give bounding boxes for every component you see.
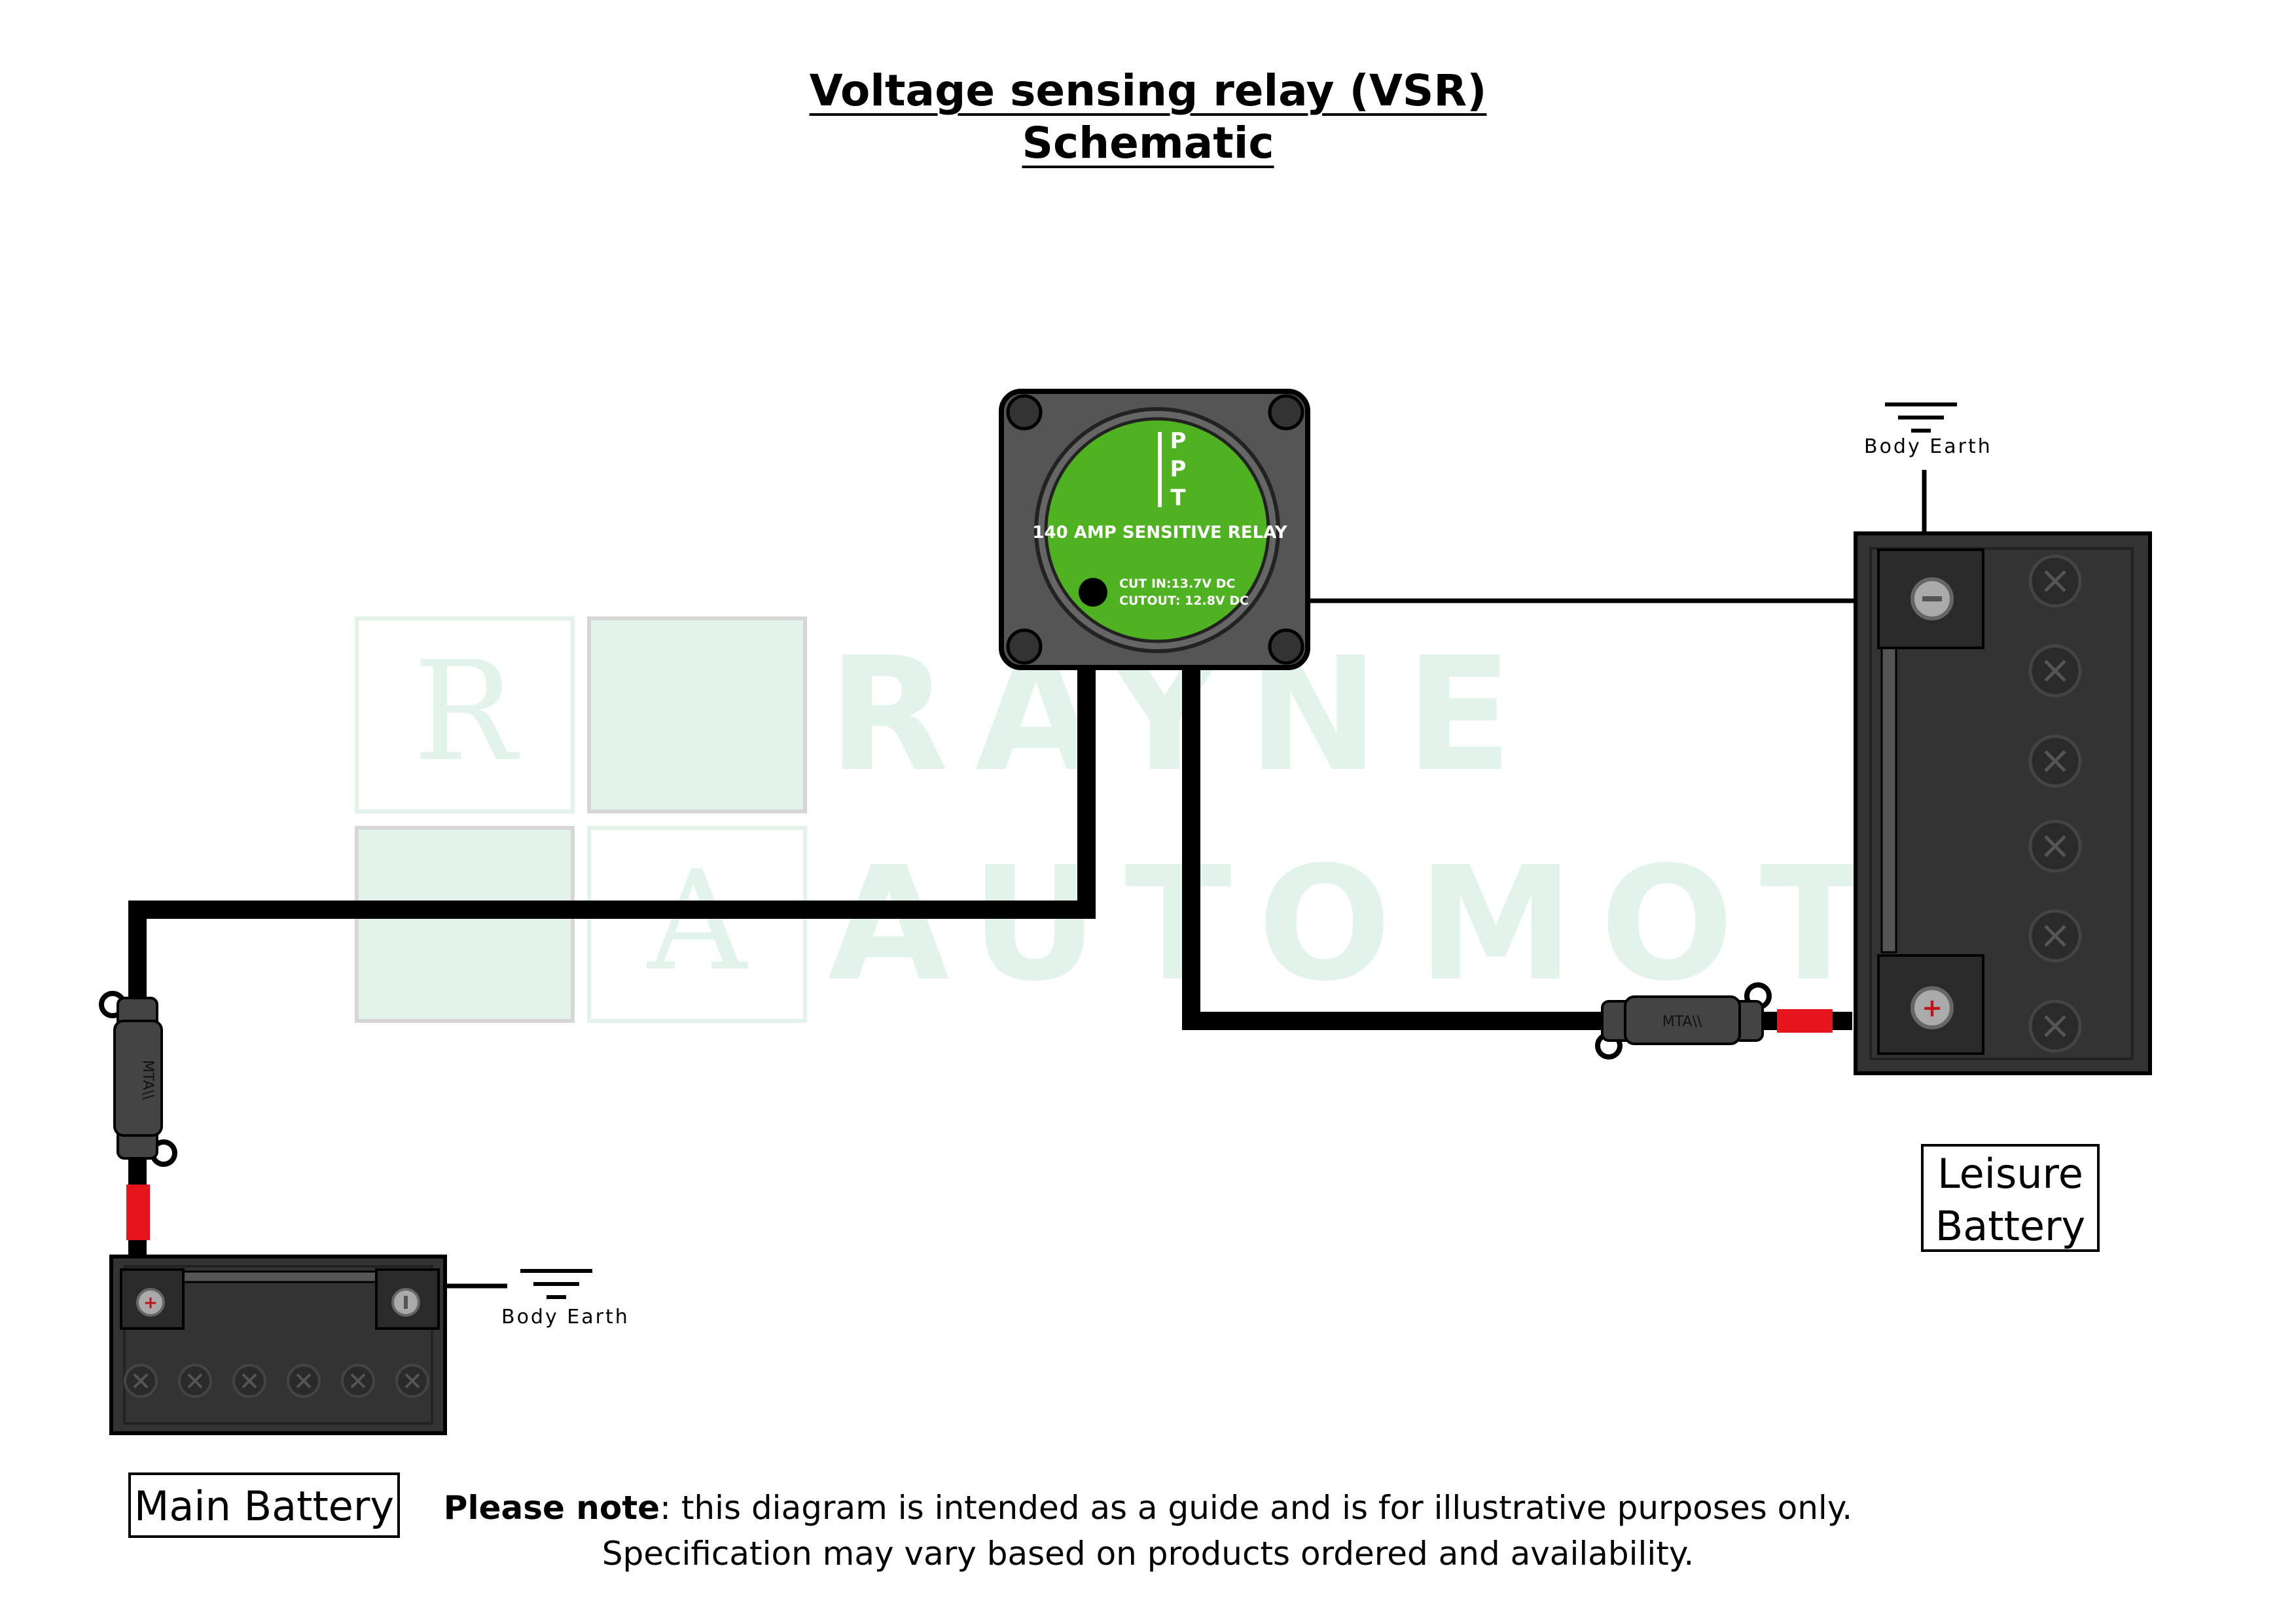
watermark-letter-a: A [646,841,748,1001]
diagram-subtitle: Schematic [1022,118,1274,168]
main-battery-label-text: Main Battery [134,1482,395,1530]
leisure-fuse-label: MTA\\ [1662,1014,1702,1030]
leisure-earth-symbol-icon [1885,402,1957,433]
svg-text:+: + [1922,993,1943,1022]
leisure-battery-label-line1: Leisure [1937,1150,2083,1198]
leisure-fuse-holder: MTA\\ [1595,982,1772,1060]
wires [128,668,1617,1030]
relay-brand-letter-2: P [1170,456,1187,482]
main-fuse-holder: MTA\\ [99,991,177,1167]
watermark-letter-r: R [413,632,520,792]
leisure-battery-label-line2: Battery [1935,1202,2086,1250]
diagram-title: Voltage sensing relay (VSR) [809,65,1487,116]
wire-relay-to-leisure [1182,668,1617,1030]
relay-brand-letter-1: P [1170,428,1187,454]
main-fuse-label: MTA\\ [139,1060,156,1100]
voltage-sensing-relay: P P T 140 AMP SENSITIVE RELAY CUT IN:13.… [999,389,1310,670]
main-battery-label: Main Battery [128,1472,400,1538]
relay-cut-in: CUT IN:13.7V DC [1119,577,1235,591]
leisure-earth-label: Body Earth [1864,435,1992,458]
disclaimer-note: Please note: this diagram is intended as… [0,1489,2296,1527]
main-positive-terminal-icon [136,1288,165,1317]
disclaimer-note-line2: Specification may vary based on products… [601,1535,1695,1573]
relay-indicator-dot [1079,578,1107,607]
main-earth-label: Body Earth [501,1306,630,1329]
main-positive-sleeve [126,1185,150,1240]
svg-text:+: + [143,1293,158,1313]
leisure-battery-cell-caps [2028,554,2082,1053]
main-earth-symbol-icon [520,1269,592,1299]
relay-brand-letter-3: T [1170,485,1186,511]
relay-cut-out: CUTOUT: 12.8V DC [1119,594,1249,608]
main-battery: + [109,1255,447,1435]
leisure-positive-terminal-icon [1910,986,1954,1029]
leisure-battery: + [1854,531,2152,1075]
disclaimer-bold: Please note [443,1489,660,1527]
leisure-positive-sleeve [1777,1009,1833,1033]
leisure-battery-label: Leisure Battery [1921,1144,2100,1252]
disclaimer-text: : this diagram is intended as a guide an… [660,1489,1853,1527]
wire-relay-to-main [128,668,1096,1021]
relay-name: 140 AMP SENSITIVE RELAY [1032,523,1287,543]
